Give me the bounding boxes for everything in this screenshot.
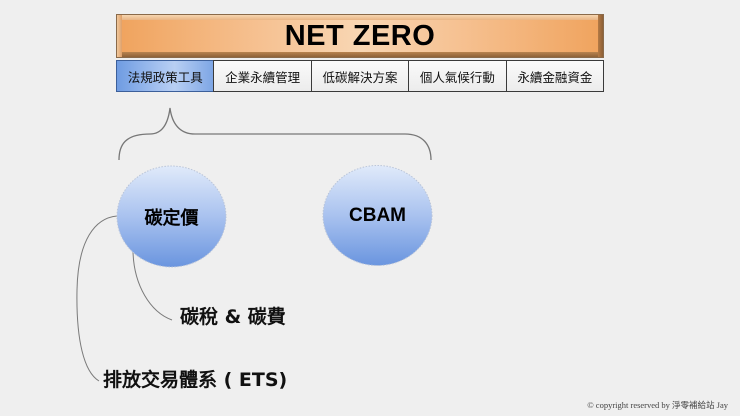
- banner-face: NET ZERO: [122, 20, 598, 52]
- cbam-label: CBAM: [349, 204, 406, 226]
- curly-brace: [118, 107, 432, 161]
- cbam-circle[interactable]: [322, 165, 433, 266]
- connector-ets: [76, 215, 118, 382]
- tab-sustainable-finance[interactable]: 永續金融資金: [505, 60, 605, 92]
- tab-low-carbon-solutions[interactable]: 低碳解決方案: [310, 60, 410, 92]
- banner-bevel: [598, 15, 603, 57]
- banner-bevel: [117, 15, 122, 57]
- category-tabs: 法規政策工具 企業永續管理 低碳解決方案 個人氣候行動 永續金融資金: [116, 60, 605, 92]
- net-zero-banner: NET ZERO: [116, 14, 604, 58]
- tab-corporate-sustainability[interactable]: 企業永續管理: [213, 60, 312, 92]
- carbon-pricing-label: 碳定價: [144, 207, 199, 229]
- carbon-pricing-circle[interactable]: [116, 165, 227, 268]
- tab-personal-climate-action[interactable]: 個人氣候行動: [408, 60, 507, 92]
- connector-carbon-tax: [132, 251, 173, 321]
- banner-bevel: [117, 15, 603, 20]
- carbon-pricing-node[interactable]: 碳定價: [117, 166, 226, 267]
- emissions-trading-system-label: 排放交易體系 ( ETS): [103, 369, 288, 391]
- carbon-tax-fee-label: 碳稅 & 碳費: [180, 306, 286, 328]
- copyright-notice: © copyright reserved by 淨零補給站 Jay: [587, 400, 728, 410]
- tab-regulatory-policy-tools[interactable]: 法規政策工具: [116, 60, 215, 92]
- cbam-node[interactable]: CBAM: [323, 165, 432, 266]
- banner-title: NET ZERO: [284, 19, 436, 52]
- banner-bevel: [117, 52, 603, 57]
